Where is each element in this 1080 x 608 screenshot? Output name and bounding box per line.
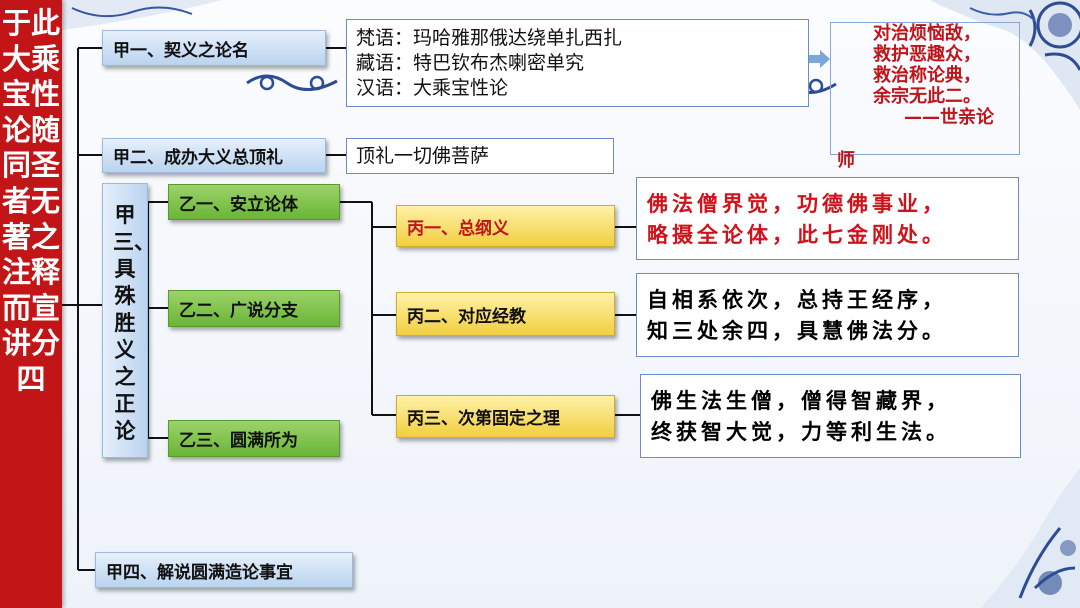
verse-line: 自相系依次，总持王经序， (647, 284, 1018, 315)
chinese-name: 汉语：大乘宝性论 (356, 76, 808, 101)
node-bing-2: 丙二、对应经教 (396, 292, 615, 336)
node-bing-1: 丙一、总纲义 (396, 205, 615, 247)
verse-line: 略摄全论体，此七金刚处。 (647, 219, 1018, 250)
node-jia-2: 甲二、成办大义总顶礼 (102, 138, 326, 173)
quote-attribution-wrap: 师 (837, 146, 855, 172)
verse-line: 佛法僧界觉，功德佛事业， (647, 188, 1018, 219)
quote-line: 救护恶趣众， (835, 44, 1019, 65)
quote-line: 余宗无此二。 (835, 86, 1019, 107)
node-jia-4: 甲四、解说圆满造论事宜 (95, 552, 353, 588)
node-label: 丙二、对应经教 (407, 302, 526, 327)
node-yi-3: 乙三、圆满所为 (168, 420, 340, 457)
homage-text: 顶礼一切佛菩萨 (356, 143, 613, 169)
verse-line: 终获智大觉，力等利生法。 (651, 416, 1020, 447)
arrow-right-icon (808, 50, 830, 68)
homage-box: 顶礼一切佛菩萨 (346, 138, 614, 174)
node-yi-2: 乙二、广说分支 (168, 290, 340, 327)
node-label: 甲二、成办大义总顶礼 (113, 143, 283, 168)
node-jia-3: 甲三、具殊胜义之正论 (102, 183, 148, 458)
node-label: 甲一、契义之论名 (113, 36, 249, 61)
verse-box-2: 自相系依次，总持王经序， 知三处余四，具慧佛法分。 (636, 273, 1019, 357)
node-label: 丙三、次第固定之理 (407, 404, 560, 429)
sanskrit-name: 梵语：玛哈雅那俄达绕单扎西扎 (356, 26, 808, 51)
verse-box-1: 佛法僧界觉，功德佛事业， 略摄全论体，此七金刚处。 (636, 177, 1019, 260)
quote-box: 对治烦恼敌， 救护恶趣众， 救治称论典， 余宗无此二。 ——世亲论 师 (830, 22, 1020, 155)
node-jia-1: 甲一、契义之论名 (102, 30, 326, 66)
node-label: 丙一、总纲义 (407, 214, 509, 239)
title-names-box: 梵语：玛哈雅那俄达绕单扎西扎 藏语：特巴钦布杰喇密单究 汉语：大乘宝性论 (346, 19, 809, 107)
verse-line: 佛生法生僧，僧得智藏界， (651, 385, 1020, 416)
tibetan-name: 藏语：特巴钦布杰喇密单究 (356, 51, 808, 76)
node-label: 乙三、圆满所为 (179, 426, 298, 451)
node-label: 乙一、安立论体 (179, 190, 298, 215)
quote-attribution: ——世亲论 (835, 107, 1019, 128)
node-yi-1: 乙一、安立论体 (168, 184, 340, 220)
node-label: 乙二、广说分支 (179, 296, 298, 321)
verse-line: 知三处余四，具慧佛法分。 (647, 315, 1018, 346)
verse-box-3: 佛生法生僧，僧得智藏界， 终获智大觉，力等利生法。 (640, 374, 1021, 458)
quote-line: 对治烦恼敌， (835, 23, 1019, 44)
quote-line: 救治称论典， (835, 65, 1019, 86)
node-label: 甲四、解说圆满造论事宜 (106, 558, 293, 583)
node-bing-3: 丙三、次第固定之理 (396, 395, 615, 438)
